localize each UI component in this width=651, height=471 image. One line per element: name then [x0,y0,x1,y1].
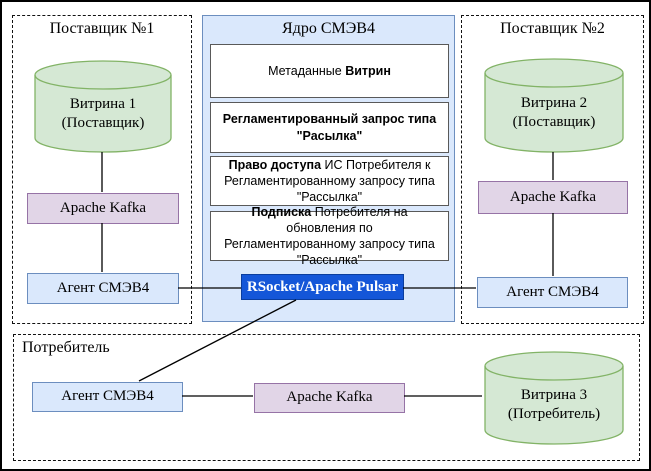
group-provider-2: Поставщик №2 Витрина 2 (Поставщик) Apach… [461,15,644,324]
group-provider-1: Поставщик №1 Витрина 1 (Поставщик) Apach… [12,15,192,324]
core-item-subscription: Подписка Потребителя на обновления по Ре… [210,205,449,267]
database-cylinder-icon [34,60,172,153]
core-item-access-right: Право доступа ИС Потребителя к Регламент… [210,156,449,206]
agent-node-provider-2: Агент СМЭВ4 [477,277,628,308]
kafka-node-provider-1: Apache Kafka [27,193,179,224]
group-consumer-title: Потребитель [22,339,110,356]
datastore-vitrina-3: Витрина 3 (Потребитель) [483,351,625,445]
kafka-node-consumer: Apache Kafka [254,383,405,413]
group-smev4-core: Ядро СМЭВ4 Метаданные Витрин Регламентир… [202,15,455,322]
database-cylinder-icon [484,58,624,153]
core-item-regulated-request: Регламентированный запрос типа "Расылка" [210,102,449,153]
agent-node-provider-1: Агент СМЭВ4 [27,273,179,304]
datastore-vitrina-2: Витрина 2 (Поставщик) [483,58,625,153]
database-cylinder-icon [484,351,624,445]
kafka-node-provider-2: Apache Kafka [478,181,628,214]
agent-node-consumer: Агент СМЭВ4 [32,382,183,412]
core-item-metadata: Метаданные Витрин [210,44,449,98]
datastore-vitrina-3-label: Витрина 3 (Потребитель) [507,387,601,422]
rsocket-pulsar-bus: RSocket/Apache Pulsar [241,274,404,300]
group-consumer: Потребитель Агент СМЭВ4 Apache Kafka Вит… [13,334,640,461]
datastore-vitrina-1-label: Витрина 1 (Поставщик) [61,95,145,131]
datastore-vitrina-2-label: Витрина 2 (Поставщик) [512,94,596,130]
datastore-vitrina-1: Витрина 1 (Поставщик) [33,60,173,153]
group-provider-1-title: Поставщик №1 [49,20,155,37]
smev4-core-title: Ядро СМЭВ4 [282,20,375,37]
group-provider-2-title: Поставщик №2 [500,20,605,37]
